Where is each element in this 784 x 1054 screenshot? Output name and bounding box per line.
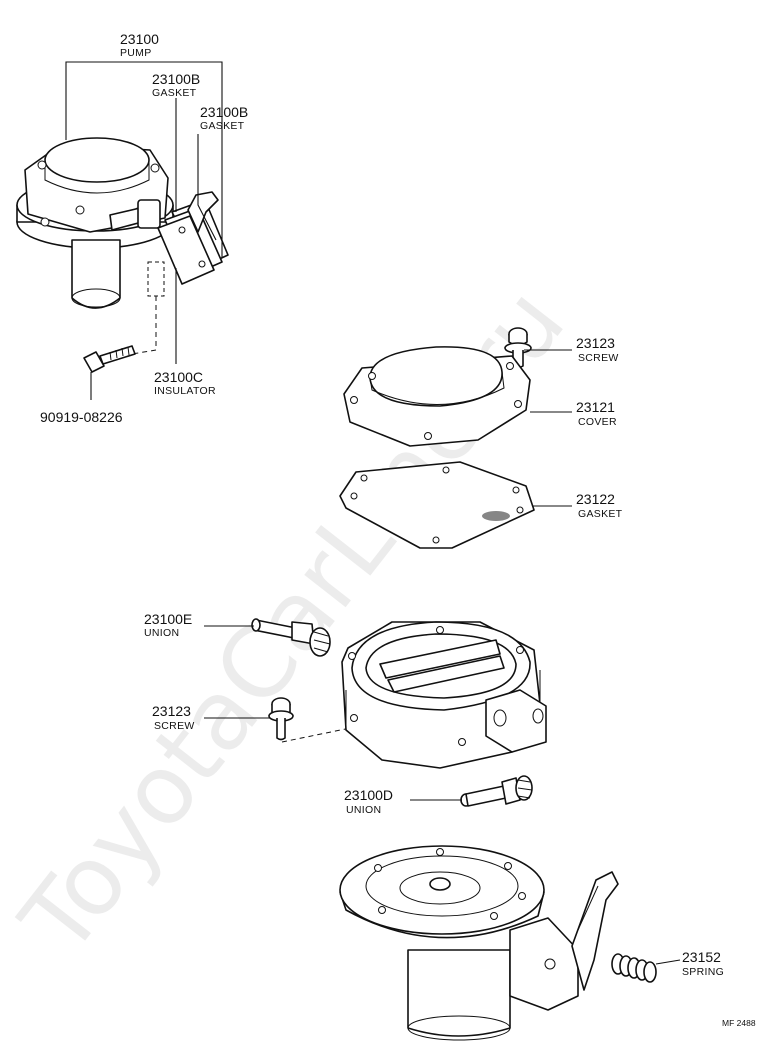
callout-23152-number: 23152 xyxy=(682,949,721,965)
union-23100D xyxy=(460,775,533,807)
pump-lower-body xyxy=(339,845,619,1041)
callout-23100b-1-name: GASKET xyxy=(152,87,197,99)
callout-23152-name: SPRING xyxy=(682,966,724,978)
callout-23122-number: 23122 xyxy=(576,491,615,507)
callout-bolt-number: 90919-08226 xyxy=(40,409,123,425)
callout-23100c-name: INSULATOR xyxy=(154,385,216,397)
cover-23121 xyxy=(343,346,531,447)
callout-23100e-name: UNION xyxy=(144,627,179,639)
screw-23123-mid xyxy=(268,697,294,741)
callout-23122-name: GASKET xyxy=(578,508,623,520)
callout-23100-number: 23100 xyxy=(120,31,159,47)
callout-23123-top-name: SCREW xyxy=(578,352,619,364)
callout-23121-name: COVER xyxy=(578,416,617,428)
callout-23121-number: 23121 xyxy=(576,399,615,415)
gasket-23122 xyxy=(339,461,535,549)
spring-23152 xyxy=(611,953,657,983)
callout-23100e-number: 23100E xyxy=(144,611,192,627)
footer-code: MF 2488 xyxy=(722,1018,756,1028)
union-23100E xyxy=(251,618,331,657)
callout-23123-top-number: 23123 xyxy=(576,335,615,351)
callout-23100d-name: UNION xyxy=(346,804,381,816)
callout-23123-mid-name: SCREW xyxy=(154,720,195,732)
callout-23100b-1-number: 23100B xyxy=(152,71,200,87)
callout-23123-mid-number: 23123 xyxy=(152,703,191,719)
callout-23100d-number: 23100D xyxy=(344,787,393,803)
pump-upper-body xyxy=(341,621,547,769)
callout-23100-name: PUMP xyxy=(120,47,152,59)
callout-23100b-2-name: GASKET xyxy=(200,120,245,132)
pump-assembly xyxy=(16,137,229,359)
bolt-90919-08226 xyxy=(83,345,136,373)
callout-23100c-number: 23100C xyxy=(154,369,203,385)
callout-23100b-2-number: 23100B xyxy=(200,104,248,120)
